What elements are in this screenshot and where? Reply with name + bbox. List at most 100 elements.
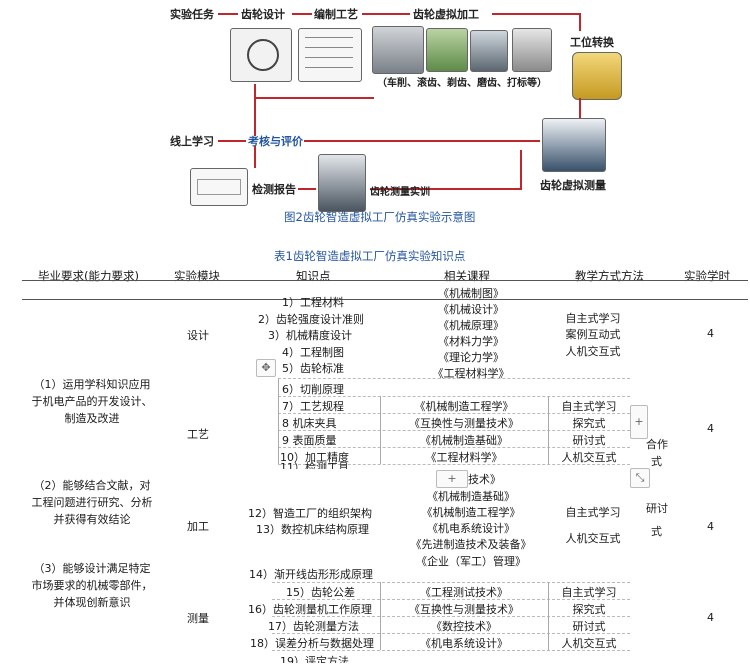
course: 《机械制造基础》 bbox=[427, 490, 515, 503]
method: 研讨式 bbox=[572, 620, 606, 633]
grid-line bbox=[278, 447, 630, 448]
fig-measure-training-label: 齿轮测量实训 bbox=[370, 187, 430, 198]
fig-virtual-machining-label: 齿轮虚拟加工 bbox=[413, 8, 479, 21]
method-side-text: 式 bbox=[651, 455, 662, 468]
requirement-line: 市场要求的机械零部件， bbox=[31, 579, 153, 592]
hours-design: 4 bbox=[707, 327, 714, 340]
course: 《机械制图》 bbox=[438, 287, 504, 300]
course: 《企业（军工）管理》 bbox=[416, 555, 526, 568]
add-column-button[interactable]: + bbox=[630, 405, 648, 439]
method: 自主式学习 bbox=[565, 312, 621, 325]
knowledge-point: 13）数控机床结构原理 bbox=[256, 523, 369, 536]
course: 技术》 bbox=[468, 473, 501, 486]
arrow bbox=[298, 188, 316, 190]
knowledge-point: 6）切削原理 bbox=[282, 383, 344, 396]
course: 《机械制造工程学》 bbox=[421, 506, 521, 519]
requirement-line: 并体现创新意识 bbox=[53, 596, 131, 609]
arrow bbox=[218, 13, 238, 15]
figure-caption: 图2齿轮智造虚拟工厂仿真实验示意图 bbox=[284, 210, 476, 224]
grid-line bbox=[272, 650, 630, 651]
arrow bbox=[492, 13, 580, 15]
arrow bbox=[579, 13, 581, 31]
hobbing-machine-image bbox=[426, 28, 468, 72]
fig-machines-note: （车削、滚齿、剃齿、磨齿、打标等） bbox=[377, 78, 547, 89]
arrow bbox=[254, 84, 256, 136]
header-course: 相关课程 bbox=[444, 269, 490, 283]
course: 《工程测试技术》 bbox=[420, 586, 508, 599]
grid-line bbox=[380, 396, 381, 464]
header-bottom-rule bbox=[22, 299, 748, 300]
grid-line bbox=[548, 396, 549, 464]
method-side-text: 式 bbox=[651, 525, 662, 538]
knowledge-point-clipped: 19）评定方法 bbox=[280, 655, 349, 663]
measure-report-image bbox=[190, 168, 248, 206]
requirement-line: 制造及改进 bbox=[64, 412, 120, 425]
method: 自主式学习 bbox=[565, 506, 621, 519]
method: 自主式学习 bbox=[561, 400, 617, 413]
arrow bbox=[218, 140, 246, 142]
arrow bbox=[370, 188, 522, 190]
grid-line bbox=[278, 464, 630, 465]
grid-line bbox=[278, 430, 630, 431]
method: 人机交互式 bbox=[565, 532, 621, 545]
method: 自主式学习 bbox=[561, 586, 617, 599]
add-row-button[interactable]: + bbox=[436, 470, 468, 488]
gear-measure-machine-image bbox=[542, 118, 606, 172]
fig-station-transfer-label: 工位转换 bbox=[570, 36, 614, 49]
knowledge-point: 14）渐开线齿形形成原理 bbox=[249, 568, 373, 581]
requirement-line: 于机电产品的开发设计、 bbox=[31, 395, 153, 408]
grid-line bbox=[278, 413, 630, 414]
requirement-line: （1）运用学科知识应用 bbox=[33, 378, 151, 391]
grinding-machine-image bbox=[512, 28, 552, 72]
grid-line bbox=[272, 616, 630, 617]
header-requirement: 毕业要求(能力要求) bbox=[38, 269, 139, 283]
knowledge-point: 5）齿轮标准 bbox=[282, 362, 344, 375]
fig-online-learning-label: 线上学习 bbox=[170, 135, 214, 148]
grid-line bbox=[548, 582, 549, 650]
arrow bbox=[362, 13, 410, 15]
course: 《互换性与测量技术》 bbox=[409, 417, 519, 430]
module-machining: 加工 bbox=[187, 520, 209, 533]
method: 探究式 bbox=[572, 603, 606, 616]
course: 《机械制造工程学》 bbox=[414, 400, 514, 413]
module-process: 工艺 bbox=[187, 428, 209, 441]
method-side-text: 合作 bbox=[646, 438, 668, 451]
table-caption: 表1齿轮智造虚拟工厂仿真实验知识点 bbox=[274, 249, 466, 263]
course: 《数控技术》 bbox=[431, 620, 497, 633]
header-top-rule bbox=[22, 280, 748, 281]
arrow bbox=[292, 13, 312, 15]
process-sheet-image bbox=[298, 28, 362, 82]
course: 《机电系统设计》 bbox=[427, 522, 515, 535]
method: 研讨式 bbox=[572, 434, 606, 447]
arrow bbox=[256, 97, 374, 99]
course: 《机电系统设计》 bbox=[420, 637, 508, 650]
hours-machining: 4 bbox=[707, 520, 714, 533]
module-design: 设计 bbox=[187, 329, 209, 342]
fig-measure-report-label: 检测报告 bbox=[252, 183, 296, 196]
course: 《材料力学》 bbox=[438, 335, 504, 348]
knowledge-point: 7）工艺规程 bbox=[282, 400, 344, 413]
header-method: 教学方式方法 bbox=[575, 269, 644, 283]
method: 案例互动式 bbox=[565, 328, 621, 341]
knowledge-point: 1）工程材料 bbox=[282, 296, 344, 309]
arrow bbox=[520, 150, 522, 190]
fig-assessment-label: 考核与评价 bbox=[248, 135, 303, 148]
resize-handle[interactable]: ⤡ bbox=[630, 468, 650, 488]
hours-measurement: 4 bbox=[707, 611, 714, 624]
course: 《机械设计》 bbox=[438, 303, 504, 316]
arrow bbox=[304, 140, 540, 142]
knowledge-point: 3）机械精度设计 bbox=[268, 329, 352, 342]
requirement-line: 工程问题进行研究、分析 bbox=[31, 496, 153, 509]
course: 《互换性与测量技术》 bbox=[409, 603, 519, 616]
knowledge-point: 8 机床夹具 bbox=[282, 417, 337, 430]
requirement-line: （2）能够结合文献，对 bbox=[33, 479, 151, 492]
knowledge-point: 15）齿轮公差 bbox=[286, 586, 355, 599]
arrow bbox=[254, 146, 256, 168]
method-side-text: 研讨 bbox=[646, 502, 668, 515]
knowledge-point: 18）误差分析与数据处理 bbox=[250, 637, 374, 650]
grid-line bbox=[272, 633, 630, 634]
knowledge-point: 16）齿轮测量机工作原理 bbox=[248, 603, 372, 616]
table-move-handle[interactable]: ✥ bbox=[256, 359, 276, 377]
requirement-line: 并获得有效结论 bbox=[53, 513, 131, 526]
header-knowledge: 知识点 bbox=[296, 269, 331, 283]
